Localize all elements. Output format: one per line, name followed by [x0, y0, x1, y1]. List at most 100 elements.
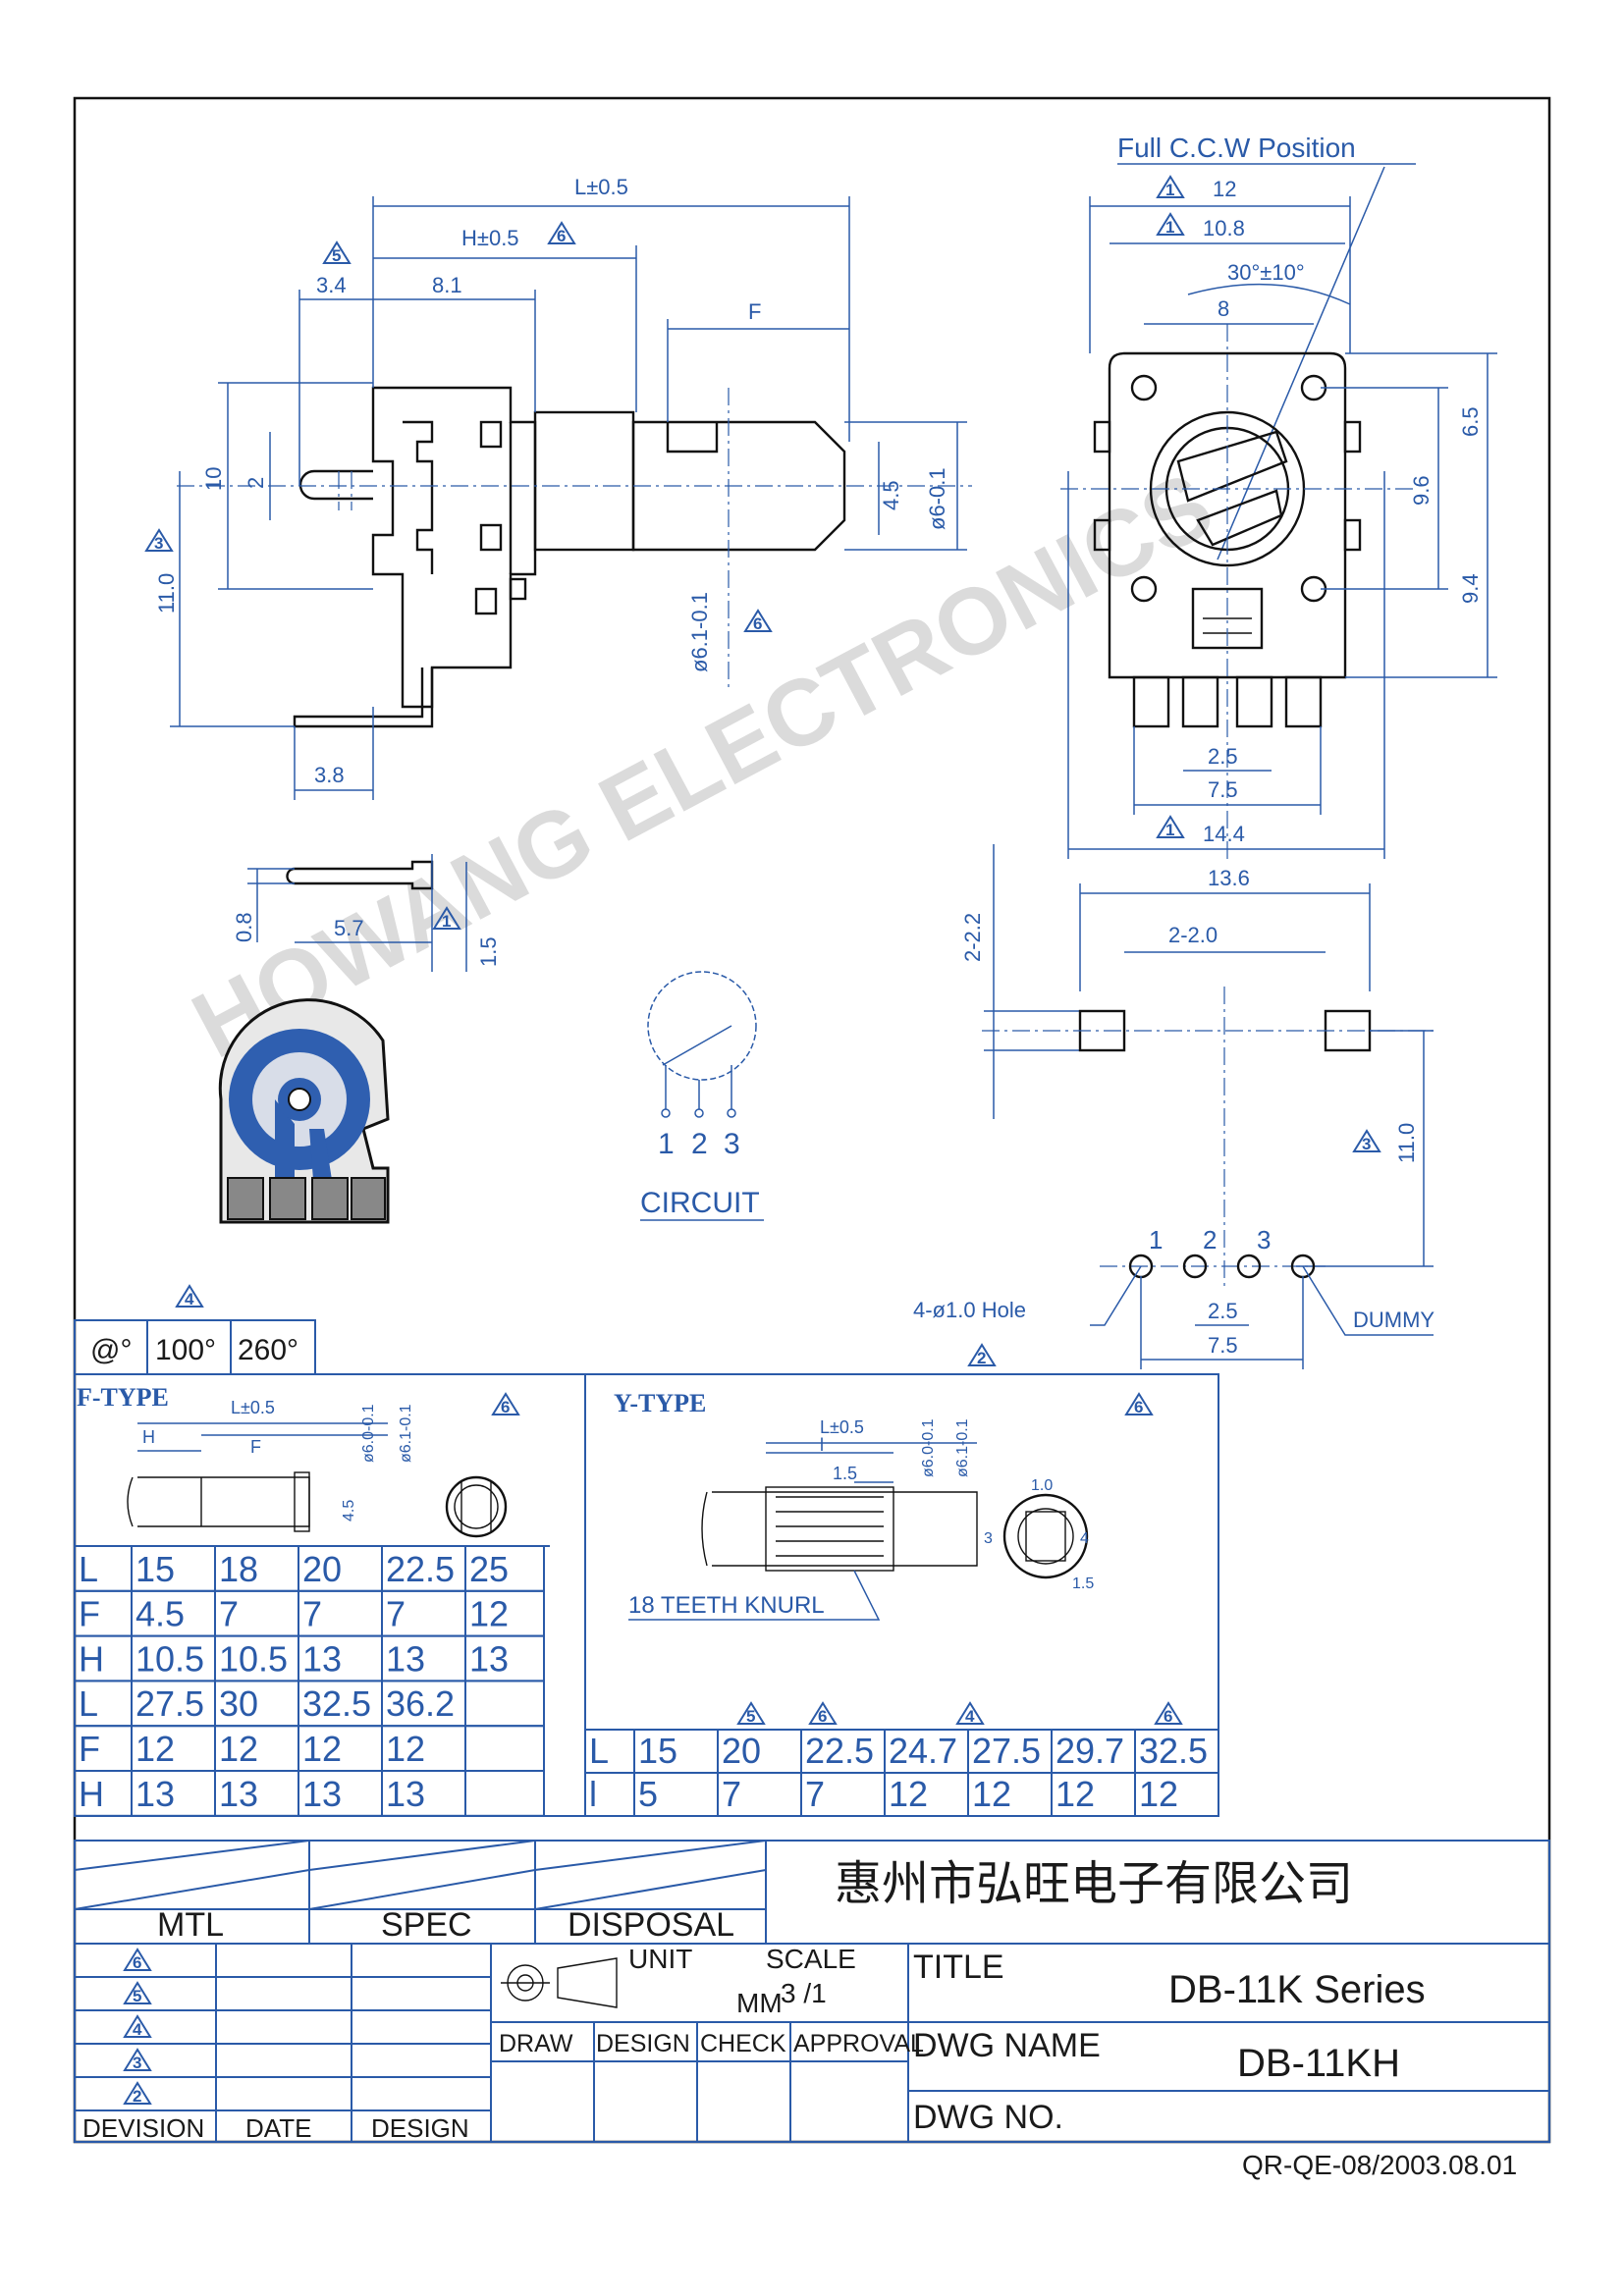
svg-text:6: 6 — [753, 614, 762, 633]
table-cell: 7 — [805, 1774, 825, 1814]
table-cell: 13 — [386, 1638, 425, 1679]
revision-mark-number: 3 — [133, 2054, 141, 2072]
f-type-section: F-TYPE 6 L±0.5 H F ø6.0-0.1 ø6.1-0.1 4.5… — [74, 1373, 586, 1817]
svg-text:5: 5 — [746, 1707, 755, 1726]
dim-2.5-pcb: 2.5 — [1208, 1299, 1238, 1323]
svg-text:6: 6 — [557, 227, 566, 245]
unit-value: MM — [736, 1988, 783, 2018]
table-cell: 12 — [302, 1729, 342, 1769]
table-cell: 22.5 — [386, 1549, 455, 1589]
table-cell: 20 — [302, 1549, 342, 1589]
table-cell: 12 — [1139, 1774, 1178, 1814]
role-design: DESIGN — [596, 2030, 690, 2057]
svg-text:4: 4 — [185, 1290, 194, 1308]
mtl-label: MTL — [157, 1906, 224, 1944]
dim-2-2.2: 2-2.2 — [960, 913, 985, 962]
dim-ø6.1: ø6.1-0.1 — [687, 592, 712, 672]
front-view: Full C.C.W Position 12 1 10.8 1 30°± — [1060, 133, 1497, 864]
svg-text:6: 6 — [1164, 1707, 1172, 1726]
revision-mark-6: 6 — [547, 221, 576, 245]
revision-header-devision: DEVISION — [82, 2113, 204, 2143]
dim-ø6: ø6-0.1 — [925, 467, 949, 530]
role-draw: DRAW — [499, 2030, 573, 2057]
terminal-detail: 0.8 5.7 1.5 1 — [232, 854, 501, 972]
title-label: TITLE — [913, 1949, 1004, 1986]
dim-4.5: 4.5 — [879, 480, 903, 510]
y-type-1.5b: 1.5 — [1072, 1575, 1094, 1592]
y-type-3: 3 — [984, 1530, 993, 1547]
pcb-pin-3: 3 — [1257, 1225, 1271, 1255]
table-cell: 15 — [638, 1731, 677, 1771]
svg-text:1: 1 — [1165, 218, 1174, 237]
svg-text:1: 1 — [1165, 181, 1174, 199]
dim-5.7: 5.7 — [334, 916, 364, 940]
table-cell: 12 — [135, 1729, 175, 1769]
table-cell: L — [589, 1731, 609, 1771]
dim-10: 10 — [201, 467, 226, 491]
svg-text:1: 1 — [1165, 821, 1174, 839]
bushing — [533, 410, 635, 552]
svg-text:3: 3 — [1362, 1135, 1371, 1153]
svg-text:4: 4 — [965, 1707, 975, 1726]
dim-11.0: 11.0 — [154, 573, 179, 614]
dim-L: L±0.5 — [574, 175, 628, 199]
dim-14.4: 14.4 — [1203, 822, 1245, 846]
dim-8.1: 8.1 — [432, 273, 462, 297]
dim-1.5: 1.5 — [476, 936, 501, 967]
table-cell: L — [79, 1683, 98, 1724]
table-cell: 27.5 — [972, 1731, 1041, 1771]
projection-symbol — [501, 1957, 618, 2008]
table-cell: 27.5 — [135, 1683, 204, 1724]
table-cell: 36.2 — [386, 1683, 455, 1724]
dim-2: 2 — [244, 477, 268, 489]
company-name: 惠州市弘旺电子有限公司 — [835, 1856, 1353, 1911]
angle-260: 260° — [238, 1334, 298, 1366]
dim-9.6: 9.6 — [1409, 475, 1434, 506]
revision-mark — [123, 2081, 152, 2105]
table-cell: 25 — [469, 1549, 509, 1589]
dummy-label: DUMMY — [1353, 1308, 1435, 1332]
revision-mark-number: 6 — [133, 1953, 141, 1972]
dim-12: 12 — [1213, 177, 1236, 201]
table-cell: 10.5 — [135, 1638, 204, 1679]
dim-2.5-front: 2.5 — [1208, 744, 1238, 769]
dwg-no-label: DWG NO. — [913, 2099, 1063, 2136]
y-type-L: L±0.5 — [820, 1417, 864, 1437]
disposal-label: DISPOSAL — [568, 1906, 734, 1944]
angle-table: 4 @° 100° 260° — [74, 1284, 316, 1375]
revision-mark — [123, 1981, 152, 2004]
circuit-pin-2: 2 — [691, 1128, 708, 1160]
circuit-symbol: 1 2 3 CIRCUIT — [640, 971, 764, 1221]
dim-30deg: 30°±10° — [1227, 260, 1305, 285]
table-cell: 5 — [638, 1774, 658, 1814]
dim-7.5-pcb: 7.5 — [1208, 1333, 1238, 1358]
svg-text:5: 5 — [332, 246, 341, 265]
dim-10.8: 10.8 — [1203, 216, 1245, 240]
table-cell: 22.5 — [805, 1731, 874, 1771]
f-type-H: H — [142, 1427, 155, 1447]
table-cell: 13 — [302, 1774, 342, 1814]
scale-label: SCALE — [766, 1944, 856, 1974]
rotor-element — [218, 998, 390, 1224]
table-cell: 12 — [972, 1774, 1011, 1814]
hole-label: 4-ø1.0 Hole — [913, 1298, 1026, 1322]
angle-100: 100° — [155, 1334, 216, 1366]
y-type-d2: ø6.1-0.1 — [954, 1418, 971, 1477]
circuit-pin-1: 1 — [658, 1128, 675, 1160]
svg-text:1: 1 — [442, 912, 451, 931]
f-type-L: L±0.5 — [231, 1398, 275, 1417]
dim-3.4: 3.4 — [316, 273, 347, 297]
y-type-d1: ø6.0-0.1 — [920, 1418, 937, 1477]
table-cell: 7 — [302, 1594, 322, 1634]
f-type-F: F — [250, 1437, 261, 1457]
table-cell: 13 — [302, 1638, 342, 1679]
table-cell: 12 — [469, 1594, 509, 1634]
svg-text:3: 3 — [154, 534, 163, 553]
role-check: CHECK — [700, 2030, 786, 2057]
table-cell: 24.7 — [889, 1731, 957, 1771]
side-view: L±0.5 H±0.5 6 3.4 5 8.1 F 10 2 11.0 3 4.… — [144, 175, 972, 800]
dim-9.4: 9.4 — [1458, 573, 1483, 604]
